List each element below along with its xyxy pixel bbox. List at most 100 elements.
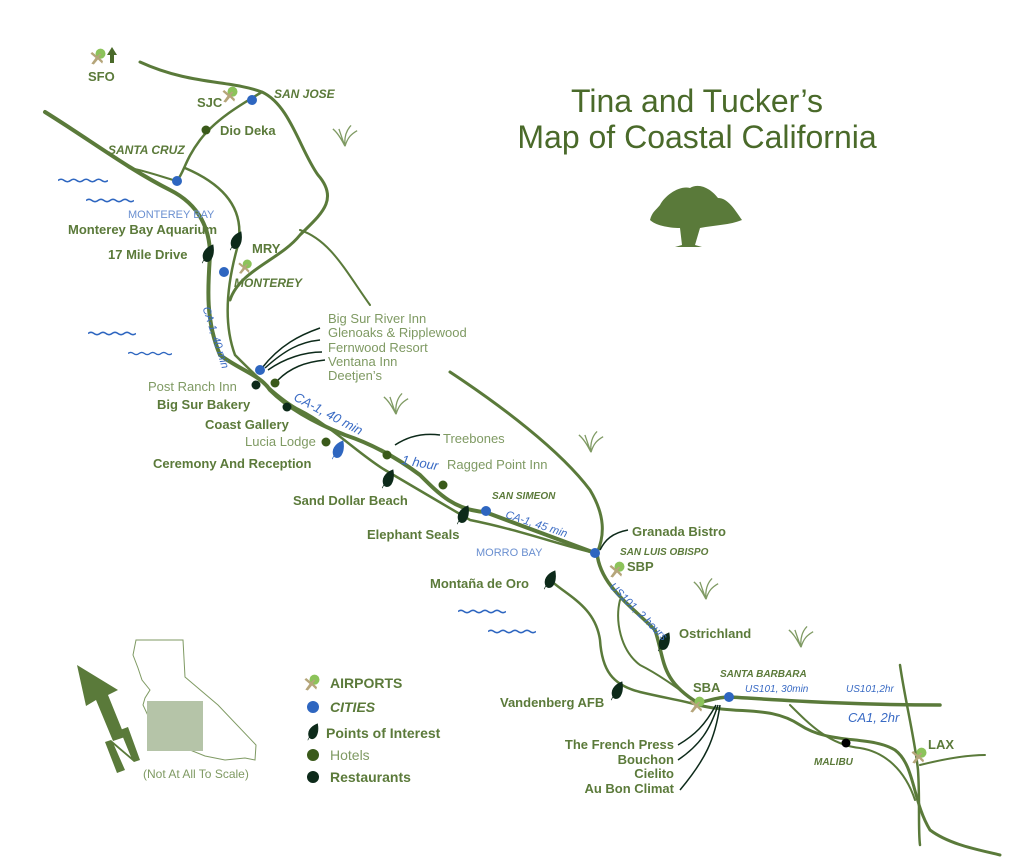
city-marker [481, 506, 491, 516]
leaf-icon [543, 570, 556, 590]
legend-poi: Points of Interest [326, 725, 441, 741]
wave-icon [488, 629, 536, 634]
tree-icon [650, 185, 742, 247]
hotel-label: Ventana Inn [328, 354, 398, 369]
airport-label-sbp: SBP [627, 559, 654, 574]
leaf-icon [307, 723, 319, 741]
wave-icon [458, 609, 506, 614]
route-label: CA1, 2hr [848, 710, 900, 725]
leaf-icon [610, 681, 623, 701]
hotel-markers [201, 125, 448, 490]
grass-icon [578, 430, 604, 453]
road-101-west [617, 599, 699, 704]
california-inset-map [132, 639, 257, 761]
grass-icon [788, 625, 814, 648]
city-marker [247, 95, 257, 105]
road-ca1-south [696, 703, 1002, 857]
city-marker [255, 365, 265, 375]
city-label-san-luis-obispo: SAN LUIS OBISPO [620, 547, 709, 558]
road-lax-north [898, 663, 922, 847]
water-label-morro-bay: MORRO BAY [476, 547, 543, 559]
restaurant-label: Bouchon [617, 751, 674, 767]
grass-tufts [332, 124, 814, 648]
sb-restaurant-list: The French Press Bouchon Cielito Au Bon … [540, 737, 674, 796]
airport-icon [911, 747, 927, 764]
legend-restaurants: Restaurants [330, 769, 411, 785]
hotel-icon [307, 749, 319, 761]
poi-label: Monterey Bay Aquarium [68, 222, 218, 237]
hotel-label: Ragged Point Inn [447, 457, 548, 472]
city-label-santa-barbara: SANTA BARBARA [720, 669, 807, 680]
map-title-line1: Tina and Tucker’s [571, 83, 823, 119]
legend-hotels: Hotels [330, 747, 370, 763]
restaurant-label: Au Bon Climat [584, 780, 674, 796]
north-arrow-icon [77, 665, 140, 773]
hotel-label: Glenoaks & Ripplewood [328, 325, 467, 340]
airport-icon [304, 674, 320, 691]
road-sj-sc [175, 90, 264, 183]
city-icon [307, 701, 319, 713]
city-label-san-jose: SAN JOSE [274, 87, 335, 101]
city-label-monterey: MONTEREY [234, 276, 303, 290]
markers [90, 47, 927, 783]
leaf-icon [201, 244, 214, 264]
airport-label-lax: LAX [928, 737, 954, 752]
airport-label-mry: MRY [252, 241, 281, 256]
road-inland-north [299, 229, 371, 306]
restaurant-marker [282, 402, 292, 412]
hotel-label: Lucia Lodge [245, 434, 316, 449]
road-inland-101 [448, 370, 604, 555]
wave-icon [88, 331, 136, 336]
city-marker [219, 267, 229, 277]
leaf-icon [456, 505, 469, 525]
legend-icons [304, 674, 320, 783]
hotel-label: Fernwood Resort [328, 340, 428, 355]
leaf-icon [331, 440, 344, 460]
wave-icon [86, 198, 134, 203]
route-label: US101,2hr [846, 684, 894, 695]
grass-icon [332, 124, 358, 147]
restaurant-label: Big Sur Bakery [157, 397, 251, 412]
city-marker [172, 176, 182, 186]
city-markers [172, 95, 734, 702]
hotel-label: Deetjen’s [328, 368, 382, 383]
road-lax-east [919, 754, 986, 766]
route-label: US101, 30min [745, 684, 809, 695]
restaurant-label: The French Press [564, 737, 674, 752]
hotel-label: Post Ranch Inn [148, 379, 237, 394]
airport-icon [238, 259, 252, 274]
airport-icon [609, 561, 625, 578]
restaurant-label: Granada Bistro [632, 524, 726, 539]
scale-note: (Not At All To Scale) [143, 767, 249, 781]
legend-airports: AIRPORTS [330, 675, 403, 691]
city-label-santa-cruz: SANTA CRUZ [108, 143, 185, 157]
leaf-icon [229, 231, 242, 251]
inset-highlight-region [147, 701, 203, 751]
restaurant-marker [251, 380, 261, 390]
grass-icon [383, 392, 409, 415]
city-label-san-simeon: SAN SIMEON [492, 491, 556, 502]
airport-label-sfo: SFO [88, 69, 115, 84]
leaf-icon [381, 469, 394, 489]
restaurant-label: Cielito [634, 766, 674, 781]
restaurant-icon [307, 771, 319, 783]
poi-label: Montaña de Oro [430, 576, 529, 591]
water-label-monterey-bay: MONTEREY BAY [128, 209, 215, 221]
hotel-marker [201, 125, 211, 135]
hotel-marker [382, 450, 392, 460]
airport-label-sjc: SJC [197, 95, 223, 110]
restaurant-markers [251, 380, 851, 748]
hotel-marker [270, 378, 280, 388]
poi-label: Sand Dollar Beach [293, 493, 408, 508]
map-title-line2: Map of Coastal California [517, 119, 877, 155]
city-label-malibu: MALIBU [814, 757, 853, 768]
airport-label-sba: SBA [693, 680, 721, 695]
poi-label: 17 Mile Drive [108, 247, 188, 262]
hotel-marker [438, 480, 448, 490]
hotel-label: Big Sur River Inn [328, 311, 427, 326]
wave-icon [128, 351, 172, 356]
grass-icon [693, 577, 719, 600]
road-north [138, 60, 330, 302]
restaurant-marker [841, 738, 851, 748]
arrow-up-icon [107, 47, 117, 63]
